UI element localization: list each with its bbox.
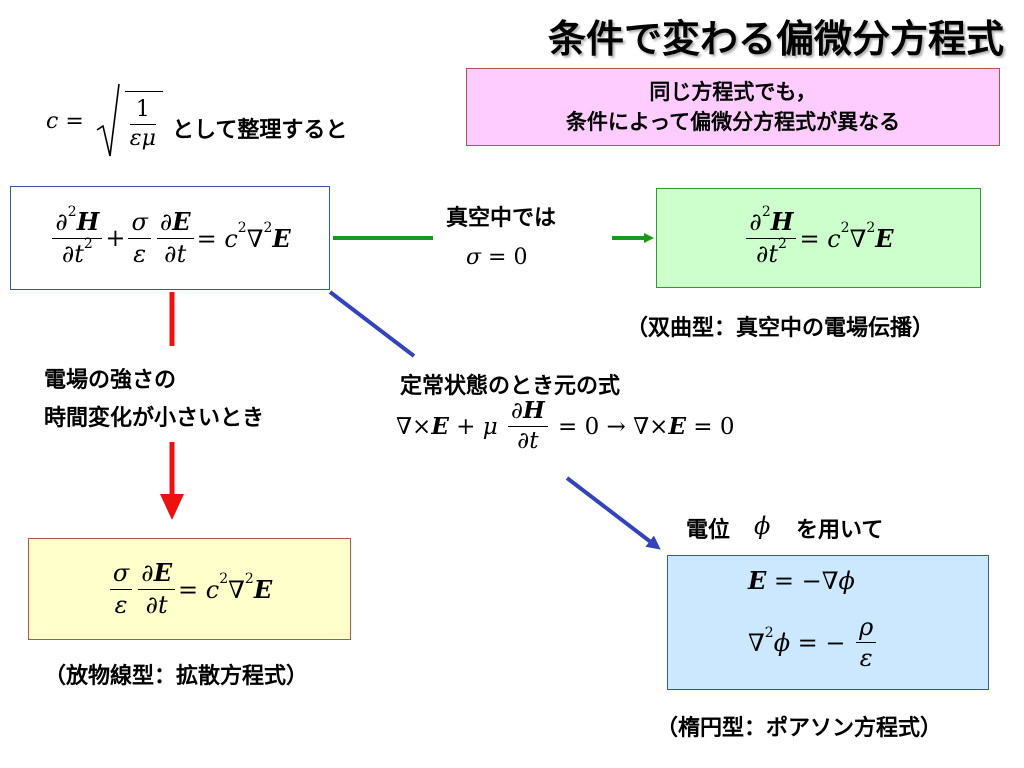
hyperbolic-type-label: （双曲型：真空中の電場伝播） [626, 316, 935, 341]
blue-arrow-segment-1 [328, 290, 416, 358]
vacuum-label: 真空中では [446, 206, 557, 231]
red-arrow-head [160, 494, 184, 520]
blue-arrow-segment-2 [565, 476, 661, 550]
note-box: 同じ方程式でも， 条件によって偏微分方程式が異なる [466, 68, 1000, 146]
steady-state-label: 定常状態のとき元の式 [400, 374, 621, 399]
steady-state-formula: ∇×E + μ ∂H∂t = 0 → ∇×E = 0 [396, 397, 735, 455]
elliptic-type-label: （楕円型：ポアソン方程式） [656, 716, 943, 741]
c-definition-formula: c = 1 εμ [46, 82, 166, 160]
hyperbolic-equation: ∂2H∂t2 = c2∇2E [657, 189, 980, 287]
note-line-1: 同じ方程式でも， [649, 80, 817, 104]
parabolic-type-label: （放物線型：拡散方程式） [44, 664, 309, 689]
slow-change-label-2: 時間変化が小さいとき [44, 406, 265, 431]
potential-label-pre: 電位 [686, 518, 731, 543]
potential-label-post: を用いて [796, 518, 884, 543]
note-line-2: 条件によって偏微分方程式が異なる [565, 110, 901, 134]
slow-change-label-1: 電場の強さの [44, 368, 177, 393]
phi-symbol: ϕ [754, 512, 771, 540]
hyperbolic-equation-box: ∂2H∂t2 = c2∇2E [656, 188, 981, 288]
potential-gradient-formula: E = −∇ϕ [748, 566, 855, 595]
sigma-zero-formula: σ = 0 [466, 245, 528, 270]
page-title: 条件で変わる偏微分方程式 [547, 17, 1004, 61]
c-text: として整理すると [172, 118, 348, 143]
sqrt-sign-icon [96, 83, 120, 157]
